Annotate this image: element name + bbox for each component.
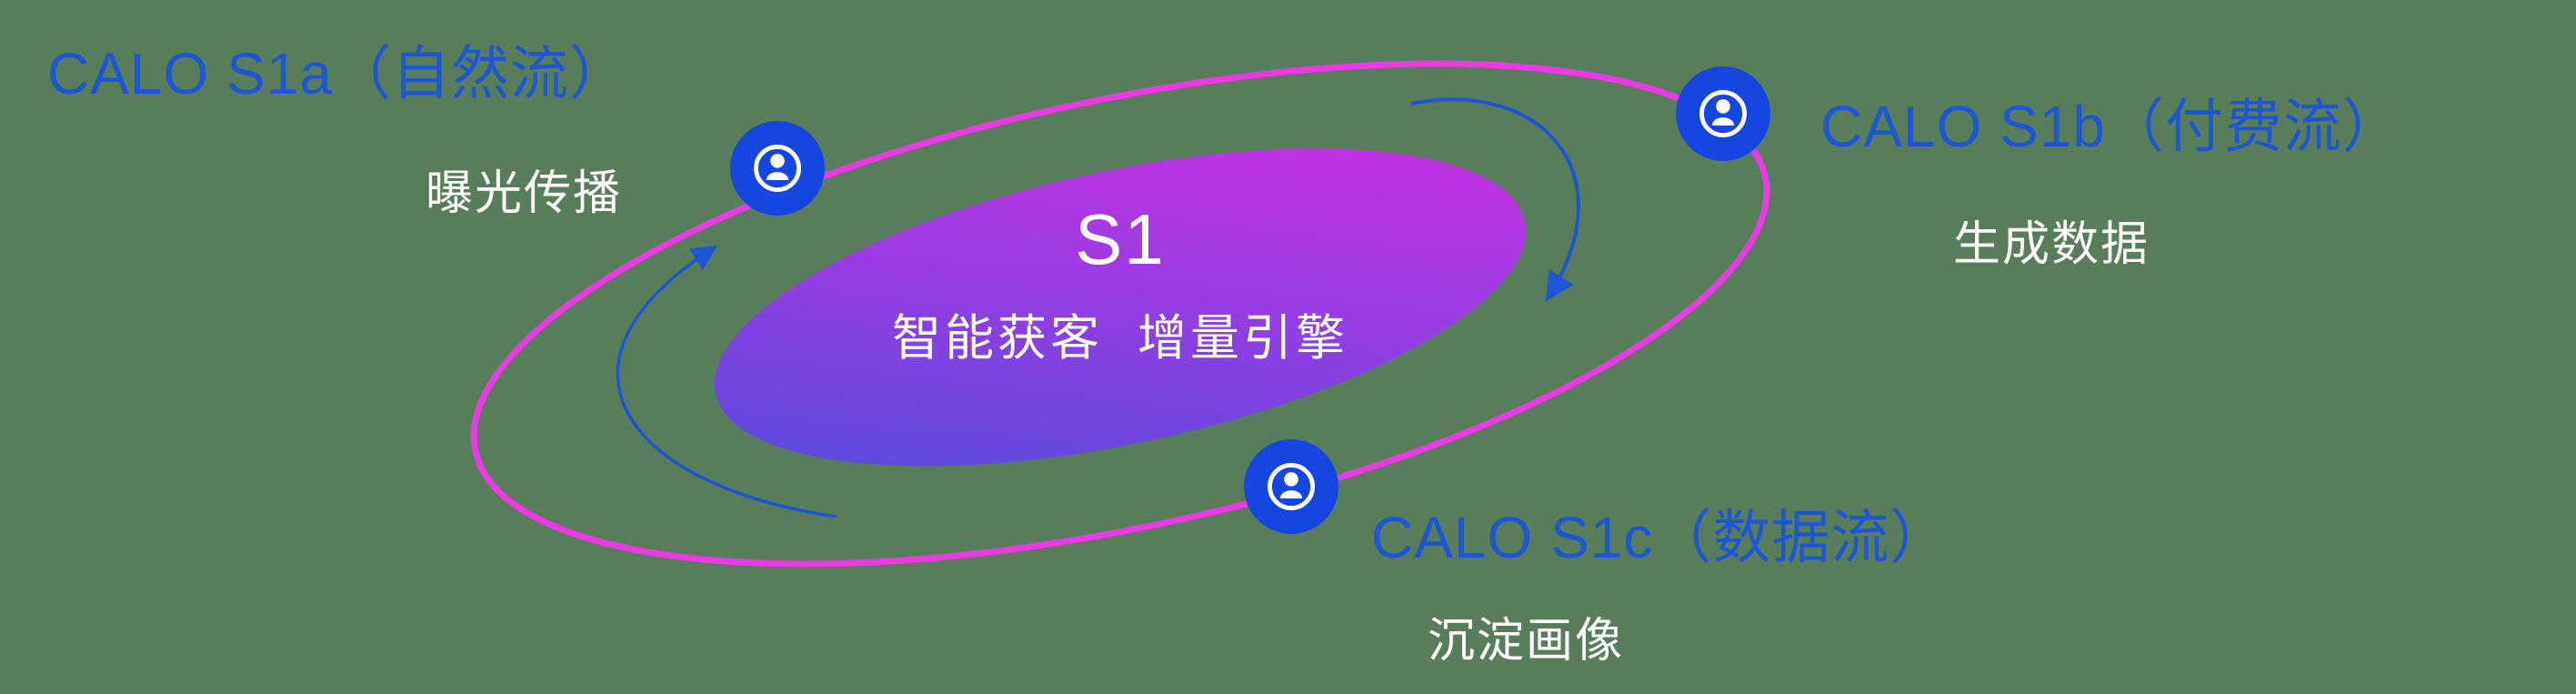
person-icon: [1268, 463, 1315, 510]
core-label-group: S1 智能获客 增量引擎: [757, 198, 1484, 369]
node-s1b: [1676, 66, 1770, 161]
node-s1c: [1244, 439, 1338, 534]
person-icon: [1699, 90, 1747, 137]
core-subtitle: 智能获客 增量引擎: [891, 311, 1348, 366]
label-s1b: CALO S1b（付费流）: [1820, 94, 2401, 159]
sublabel-s1a: 曝光传播: [426, 167, 623, 220]
label-s1a: CALO S1a（自然流）: [47, 41, 628, 106]
core-title: S1: [1075, 199, 1166, 279]
core-ellipse: [714, 148, 1527, 467]
left-flow-arrow: [616, 246, 837, 518]
right-flow-arrow: [1410, 97, 1580, 302]
node-s1a: [730, 121, 825, 216]
sublabel-s1b: 生成数据: [1953, 218, 2150, 271]
sublabel-s1c: 沉淀画像: [1428, 615, 1625, 668]
label-s1c: CALO S1c（数据流）: [1371, 505, 1950, 570]
person-icon: [754, 145, 801, 192]
orbit-ring: [470, 60, 1770, 568]
